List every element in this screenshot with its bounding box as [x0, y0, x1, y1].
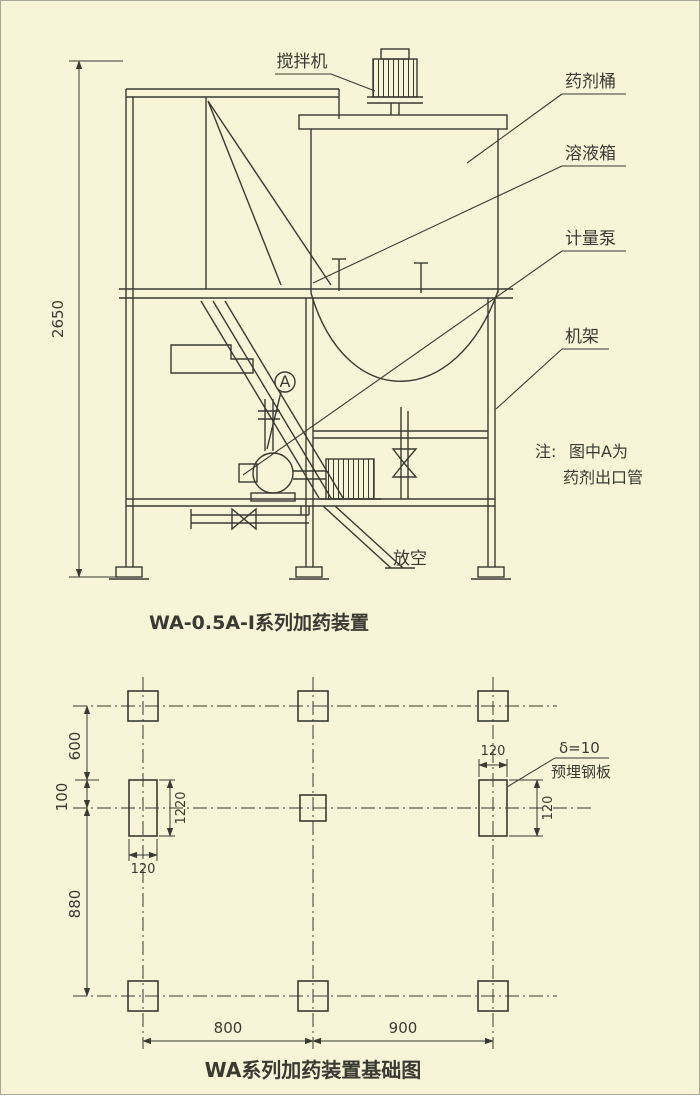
outlet-marker-a	[266, 371, 296, 450]
piping-valves	[190, 407, 418, 569]
leader-lines	[242, 73, 626, 476]
elevation-view	[69, 48, 626, 580]
label-metering-pump: 计量泵	[565, 229, 616, 249]
metering-pump	[238, 399, 381, 502]
label-solution-tank: 溶液箱	[565, 144, 616, 164]
note-line2: 药剂出口管	[563, 468, 643, 487]
dim-pad-height-1220: 1220	[174, 791, 189, 824]
mixer-motor	[367, 48, 423, 115]
left-pad-dimensions	[128, 779, 175, 861]
dim-100: 100	[53, 783, 71, 812]
dim-800: 800	[214, 1019, 243, 1037]
marker-a-text: A	[280, 372, 291, 391]
foundation-title: WA系列加药装置基础图	[205, 1058, 422, 1082]
foundation-plan	[73, 677, 609, 1049]
left-dimension-chain	[75, 705, 99, 997]
foundation-pads	[127, 690, 509, 1012]
tank-and-barrel	[298, 114, 508, 382]
center-lines	[73, 677, 591, 1049]
dim-pad-width-120: 120	[131, 862, 156, 877]
label-chemical-barrel: 药剂桶	[565, 72, 616, 92]
dim-right-pad-width-120: 120	[481, 744, 506, 759]
dim-right-pad-height-120: 120	[541, 796, 556, 821]
plate-note-delta: δ=10	[559, 739, 600, 757]
elevation-title: WA-0.5A-I系列加药装置	[149, 611, 369, 634]
label-vent: 放空	[393, 549, 427, 569]
note-line1: 图中A为	[569, 442, 628, 461]
label-frame: 机架	[565, 327, 599, 347]
overall-height-dimension	[69, 60, 123, 578]
dim-880: 880	[66, 890, 84, 919]
dim-2650: 2650	[49, 300, 67, 338]
plate-note-text: 预埋钢板	[551, 763, 611, 781]
note-prefix: 注:	[535, 442, 556, 461]
dim-900: 900	[389, 1019, 418, 1037]
label-mixer: 搅拌机	[277, 52, 328, 72]
dim-600: 600	[66, 732, 84, 761]
right-pad-dimensions	[478, 757, 609, 837]
